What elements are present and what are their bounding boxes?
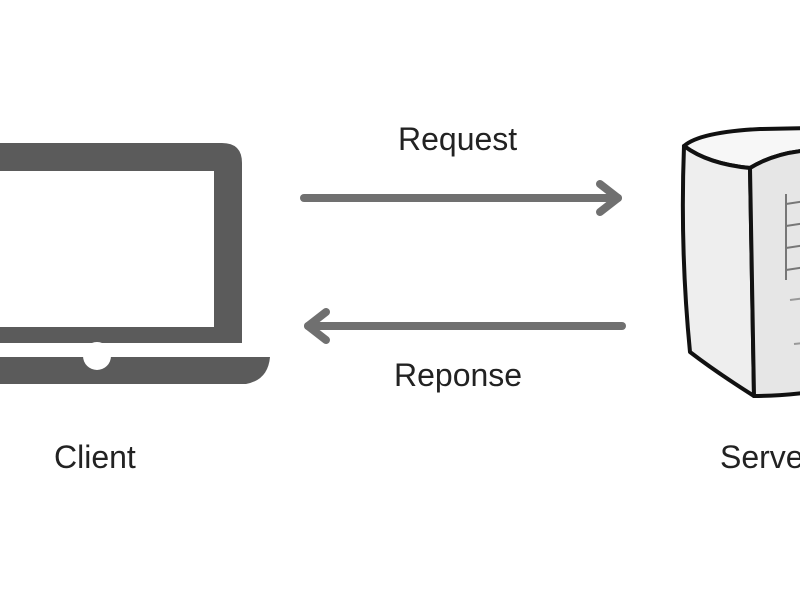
server-label: Serve — [720, 439, 800, 475]
request-label: Request — [398, 121, 518, 157]
server-front-face — [748, 149, 800, 398]
server-vent-line-2 — [789, 297, 800, 301]
client-label: Client — [54, 439, 136, 475]
server-side-face — [680, 144, 756, 398]
server-drive-bays — [785, 194, 800, 280]
server-vent-line — [793, 342, 800, 345]
server-tower-icon — [680, 126, 800, 398]
laptop-webcam-dot — [83, 342, 111, 370]
laptop-base — [0, 357, 270, 384]
laptop-icon — [0, 143, 270, 384]
request-arrow — [300, 180, 622, 216]
laptop-screen — [0, 143, 242, 343]
response-label: Reponse — [394, 357, 523, 393]
response-arrow — [304, 308, 626, 344]
